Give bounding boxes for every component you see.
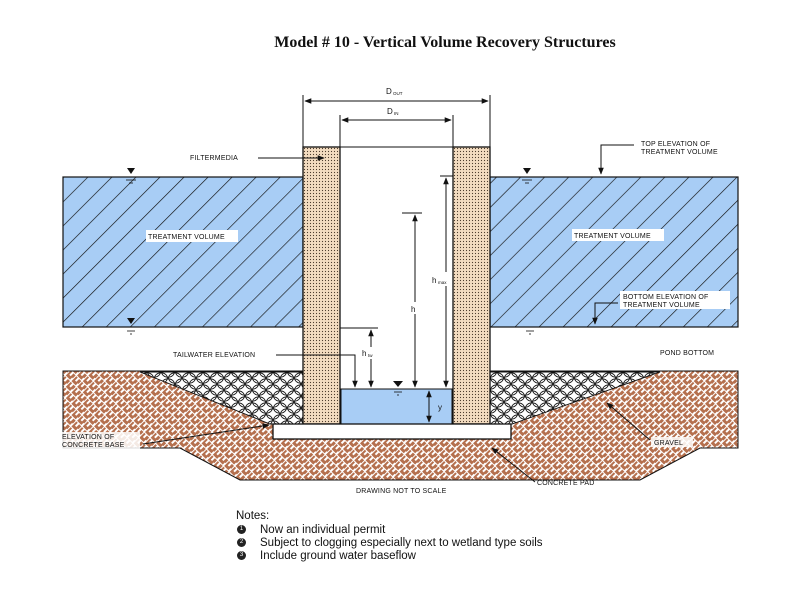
treatment-volume-left-label: TREATMENT VOLUME <box>148 234 225 241</box>
tailwater-elevation-label: TAILWATER ELEVATION <box>173 352 255 359</box>
note-text: Subject to clogging especially next to w… <box>260 536 543 549</box>
top-elevation-label-line2: TREATMENT VOLUME <box>641 149 718 156</box>
filter-media-wall-left <box>302 146 341 425</box>
svg-text:max: max <box>438 280 447 285</box>
concrete-base-label-line2: CONCRETE BASE <box>62 442 125 449</box>
concrete-base-label-line1: ELEVATION OF <box>62 434 114 441</box>
top-elevation-label-line1: TOP ELEVATION OF <box>641 141 710 148</box>
filter-media-wall-right <box>452 146 491 425</box>
h-symbol: h <box>411 305 415 314</box>
note-number-icon: 1 <box>237 525 246 534</box>
water-in-riser <box>340 388 453 425</box>
diagram-title: Model # 10 - Vertical Volume Recovery St… <box>274 34 616 51</box>
notes-section: Notes: 1 Now an individual permit 2 Subj… <box>236 510 543 562</box>
notes-heading: Notes: <box>236 510 270 522</box>
h-max-symbol: h <box>432 276 436 285</box>
note-item: 1 Now an individual permit <box>236 523 543 536</box>
d-in-symbol: D <box>387 107 393 116</box>
bottom-elevation-label-line1: BOTTOM ELEVATION OF <box>623 294 708 301</box>
treatment-volume-left <box>62 176 304 328</box>
concrete-pad <box>272 423 512 440</box>
svg-text:OUT: OUT <box>393 91 403 96</box>
water-surface-icon <box>388 381 408 396</box>
treatment-volume-right-label: TREATMENT VOLUME <box>574 233 651 240</box>
water-surface-icon <box>522 168 532 184</box>
not-to-scale-label: DRAWING NOT TO SCALE <box>356 488 447 495</box>
note-text: Include ground water baseflow <box>260 549 416 562</box>
h-tailwater-symbol: h <box>362 349 366 358</box>
bottom-elevation-label-line2: TREATMENT VOLUME <box>623 302 700 309</box>
filter-media-label: FILTERMEDIA <box>190 155 238 162</box>
note-number-icon: 3 <box>237 551 246 560</box>
gravel-label: GRAVEL <box>654 440 683 447</box>
svg-text:tw: tw <box>368 353 373 358</box>
note-item: 3 Include ground water baseflow <box>236 549 543 562</box>
d-out-symbol: D <box>386 87 392 96</box>
water-surface-icon <box>522 326 538 335</box>
note-item: 2 Subject to clogging especially next to… <box>236 536 543 549</box>
y-symbol: y <box>438 403 442 412</box>
note-text: Now an individual permit <box>260 523 386 536</box>
water-surface-icon <box>122 318 140 335</box>
svg-text:IN: IN <box>394 111 399 116</box>
water-surface-icon <box>126 168 136 184</box>
note-number-icon: 2 <box>237 538 246 547</box>
pond-bottom-label: POND BOTTOM <box>660 350 714 357</box>
concrete-pad-label: CONCRETE PAD <box>537 480 595 487</box>
